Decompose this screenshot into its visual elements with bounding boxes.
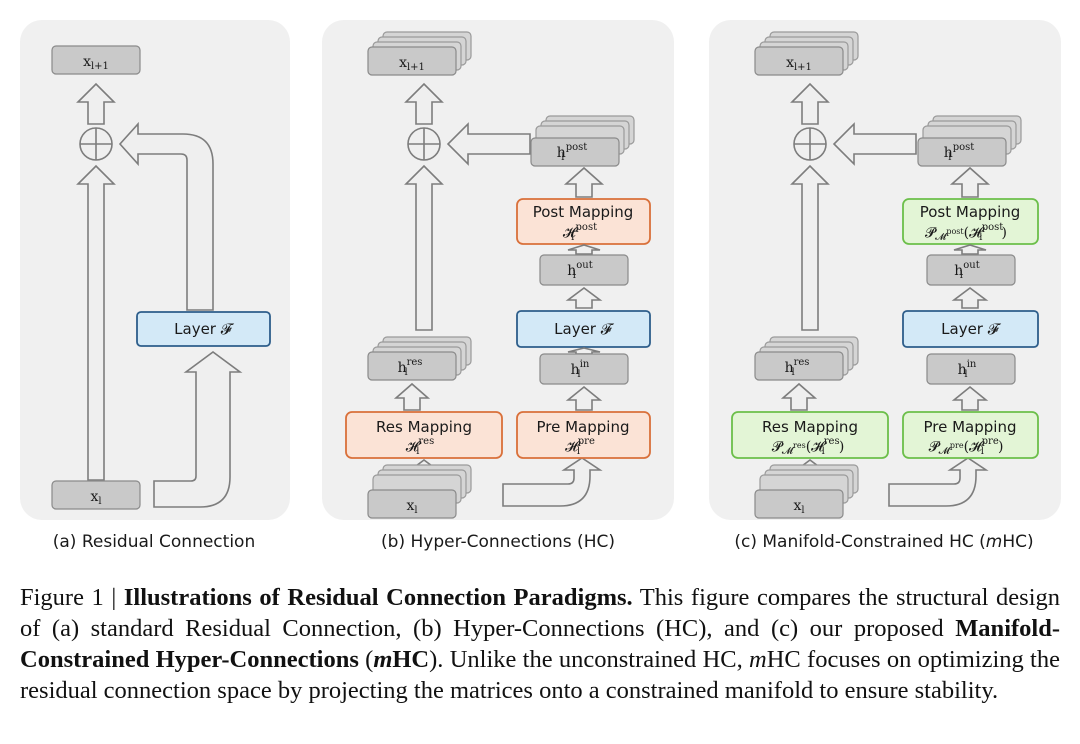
b-pre-mapping-box [516, 411, 651, 459]
b-up-arrow-hout [565, 287, 603, 309]
caption-italic-m: m [749, 646, 767, 673]
caption-text-2: ( [358, 646, 374, 673]
caption-text-4: HC focuses on optimizing the residual co… [20, 646, 1060, 704]
b-res-mapping-box [345, 411, 503, 459]
a-add-icon [79, 127, 113, 161]
a-input-to-layer-arrow [153, 351, 243, 508]
a-input-label: xl [90, 489, 101, 507]
b-hout-box [539, 254, 629, 286]
c-hpost-stack [917, 115, 1022, 167]
a-caption: (a) Residual Connection [53, 532, 255, 552]
c-pre-mapping-title: Pre Mapping [924, 418, 1017, 436]
b-layer-label: Layer 𝓕 [554, 320, 615, 338]
caption-text-1: This figure compares the structural desi… [20, 584, 1061, 642]
figure-title: Illustrations of Residual Connection Par… [123, 584, 633, 611]
c-up-arrow-post [953, 244, 987, 255]
b-input-to-pre-arrow [502, 457, 603, 507]
b-post-mapping-title: Post Mapping [533, 203, 634, 221]
b-output-label: xl+1 [399, 55, 425, 73]
c-up-arrow-hin [951, 385, 989, 411]
figure-caption: Figure 1 | Illustrations of Residual Con… [20, 582, 1060, 706]
c-input-label: xl [793, 498, 804, 516]
a-output-label: xl+1 [83, 54, 109, 72]
b-output-stack [367, 31, 472, 76]
b-hpost-stack [530, 115, 635, 167]
c-res-mapping-box [731, 411, 889, 459]
c-layer-box [902, 310, 1039, 348]
b-layer-box [516, 310, 651, 348]
a-layer-label: Layer 𝓕 [174, 320, 235, 338]
c-up-arrow-output [790, 82, 830, 125]
b-caption: (b) Hyper-Connections (HC) [381, 532, 615, 552]
b-res-mapping-title: Res Mapping [376, 418, 472, 436]
a-output-box [51, 45, 141, 75]
caption-bold-hc: HC [392, 646, 430, 673]
b-post-to-add-arrow [446, 122, 531, 166]
b-identity-arrow [404, 164, 444, 331]
b-up-arrow-hin [565, 385, 603, 411]
c-output-label: xl+1 [786, 55, 812, 73]
b-hres-stack [367, 336, 472, 381]
c-post-mapping-box [902, 198, 1039, 245]
panel-a-background [20, 20, 290, 520]
b-pre-mapping-title: Pre Mapping [537, 418, 630, 436]
c-input-stack [754, 464, 859, 519]
b-input-stack [367, 464, 472, 519]
c-hout-box [926, 254, 1016, 286]
c-up-arrow-hout [951, 287, 989, 309]
b-post-mapping-box [516, 198, 651, 245]
c-input-to-pre-arrow [888, 457, 989, 507]
c-res-mapping-title: Res Mapping [762, 418, 858, 436]
a-up-arrow-output [76, 82, 116, 125]
c-pre-mapping-box [902, 411, 1039, 459]
a-layer-box [136, 311, 271, 347]
b-input-label: xl [406, 498, 417, 516]
b-up-arrow-hres [393, 382, 431, 411]
a-layer-to-add-arrow [118, 121, 214, 311]
diagram-canvas: .panel { fill:#f0f0f0; } .gbox { fill:#c… [20, 20, 1061, 552]
b-add-icon [407, 127, 441, 161]
caption-text-3: ). Unlike the unconstrained HC, [429, 646, 750, 673]
b-up-arrow-output [404, 82, 444, 125]
a-identity-arrow [76, 164, 116, 481]
c-identity-arrow [790, 164, 830, 331]
c-up-arrow-hpost [949, 166, 991, 198]
c-up-arrow-hres [780, 382, 818, 411]
a-input-box [51, 480, 141, 510]
b-up-arrow-hpost [563, 166, 605, 198]
c-add-icon [793, 127, 827, 161]
c-hin-box [926, 353, 1016, 385]
b-up-arrow-post [567, 244, 601, 255]
c-layer-label: Layer 𝓕 [941, 320, 1002, 338]
caption-bold-mhc-name: Manifold-Constrained Hyper-Connections [20, 615, 1060, 673]
b-hin-box [539, 353, 629, 385]
caption-bold-italic-m: m [373, 646, 393, 673]
c-post-to-add-arrow [832, 122, 917, 166]
c-post-mapping-title: Post Mapping [920, 203, 1021, 221]
c-output-stack [754, 31, 859, 76]
c-hres-stack [754, 336, 859, 381]
panel-a: xl+1 Layer 𝓕 xl (a) Residual Connection [20, 20, 290, 552]
figure-label: Figure 1 | [20, 584, 124, 611]
c-caption: (c) Manifold-Constrained HC (mHC) [734, 532, 1033, 552]
